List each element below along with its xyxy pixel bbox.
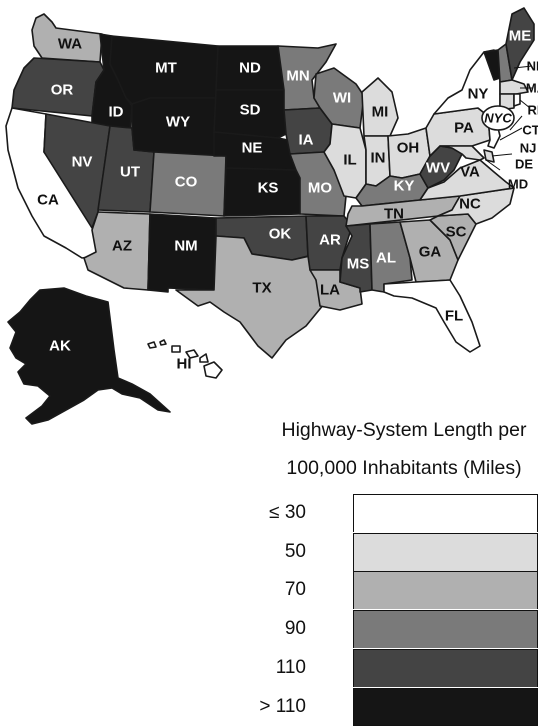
legend-title-line2: 100,000 Inhabitants (Miles) — [270, 452, 538, 484]
label-WY: WY — [166, 114, 190, 131]
legend-bin: 70 — [258, 571, 538, 609]
legend-bin-label: ≤ 30 — [269, 494, 306, 532]
label-NYC: NYC — [484, 111, 512, 126]
label-MN: MN — [286, 68, 309, 85]
label-NV: NV — [72, 154, 93, 171]
label-MO: MO — [308, 180, 332, 197]
label-MD: MD — [508, 177, 528, 192]
us-choropleth-map: WA OR CA ID NV UT AZ MT WY CO NM ND SD NE KS OK TX MN IA MO… — [0, 0, 538, 470]
legend-swatch — [353, 533, 538, 571]
label-OH: OH — [397, 140, 420, 157]
label-GA: GA — [419, 244, 442, 261]
legend-swatch — [353, 610, 538, 648]
legend-bin: 110 — [258, 649, 538, 687]
label-KS: KS — [258, 180, 279, 197]
legend-title-line1: Highway-System Length per — [270, 414, 538, 446]
legend-bin: ≤ 30 — [258, 494, 538, 532]
label-ME: ME — [509, 28, 532, 45]
label-CT: CT — [522, 123, 538, 138]
label-TN: TN — [384, 206, 404, 223]
legend-swatch — [353, 571, 538, 609]
label-IN: IN — [371, 150, 386, 167]
label-NC: NC — [459, 196, 481, 213]
label-WV: WV — [426, 160, 450, 177]
label-DE: DE — [515, 157, 533, 172]
label-SD: SD — [240, 102, 261, 119]
label-CO: CO — [175, 174, 198, 191]
label-AZ: AZ — [112, 238, 132, 255]
state-AK — [8, 288, 170, 424]
legend-bin-label: 50 — [285, 533, 306, 571]
label-CA: CA — [37, 192, 59, 209]
label-ID: ID — [109, 104, 124, 121]
legend-swatch — [353, 649, 538, 687]
label-ND: ND — [239, 60, 261, 77]
legend-bin-label: 90 — [285, 610, 306, 648]
label-VT: VT — [474, 30, 493, 47]
label-MT: MT — [155, 60, 177, 77]
label-AK: AK — [49, 338, 71, 355]
label-UT: UT — [120, 164, 140, 181]
label-NJ: NJ — [520, 141, 537, 156]
label-NH: NH — [527, 59, 538, 74]
label-PA: PA — [454, 120, 474, 137]
legend-bin: > 110 — [258, 688, 538, 726]
label-MS: MS — [347, 256, 370, 273]
legend-swatch — [353, 688, 538, 726]
legend-bin: 50 — [258, 533, 538, 571]
label-IL: IL — [343, 152, 356, 169]
label-TX: TX — [252, 280, 271, 297]
label-NE: NE — [242, 140, 263, 157]
legend-bin-label: 70 — [285, 571, 306, 609]
label-FL: FL — [445, 308, 463, 325]
label-WA: WA — [58, 36, 82, 53]
state-RI — [514, 94, 520, 106]
label-OK: OK — [269, 226, 292, 243]
label-SC: SC — [446, 224, 467, 241]
label-MA: MA — [526, 81, 538, 96]
label-VA: VA — [460, 164, 480, 181]
label-NY: NY — [468, 86, 489, 103]
label-AR: AR — [319, 232, 341, 249]
legend-bin: 90 — [258, 610, 538, 648]
label-HI: HI — [177, 356, 192, 373]
state-FL — [384, 280, 480, 352]
label-WI: WI — [333, 90, 351, 107]
legend-swatch — [353, 494, 538, 532]
state-MA — [500, 80, 528, 94]
label-AL: AL — [376, 250, 396, 267]
label-LA: LA — [320, 282, 340, 299]
label-OR: OR — [51, 82, 74, 99]
label-IA: IA — [299, 132, 314, 149]
label-KY: KY — [394, 178, 415, 195]
label-MI: MI — [372, 104, 389, 121]
label-RI: RI — [528, 103, 538, 118]
label-NM: NM — [174, 238, 197, 255]
legend-bin-label: > 110 — [259, 688, 306, 726]
legend-bin-label: 110 — [276, 649, 306, 687]
